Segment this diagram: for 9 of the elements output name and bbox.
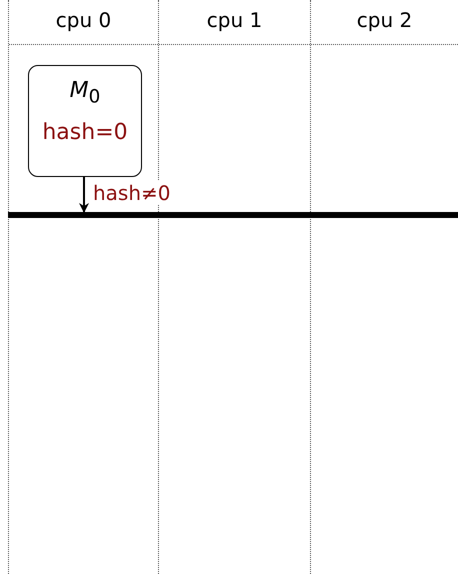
lane-header: cpu 1 bbox=[206, 8, 264, 32]
edge-label: hash≠0 bbox=[93, 181, 171, 205]
node-label: hash=0 bbox=[41, 119, 129, 148]
lane-header: cpu 2 bbox=[356, 8, 414, 32]
lane-header: cpu 0 bbox=[54, 8, 112, 32]
arrow bbox=[79, 177, 89, 213]
sync-bar bbox=[8, 212, 458, 218]
process-box bbox=[28, 65, 142, 177]
node-title: M$_{0}$ bbox=[68, 77, 102, 110]
